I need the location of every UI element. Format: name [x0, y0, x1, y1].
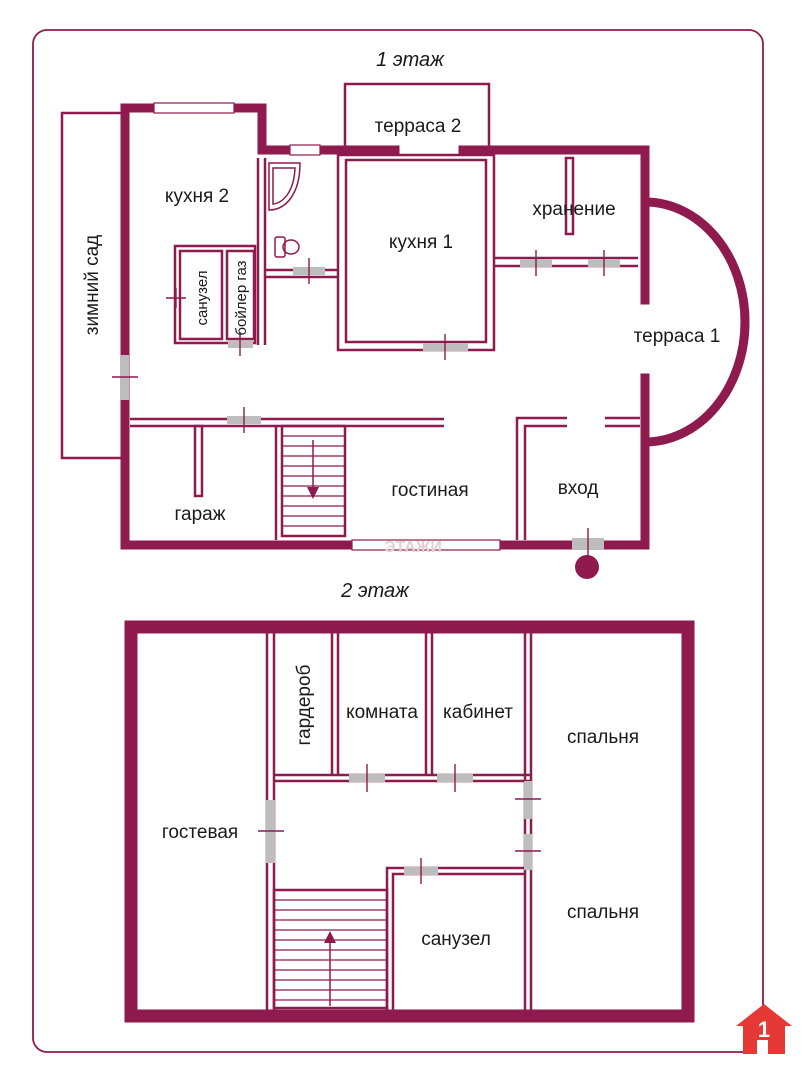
room-room: комната: [346, 702, 418, 723]
room-terrace-2: терраса 2: [375, 116, 462, 137]
room-bathroom-2: санузел: [421, 929, 491, 950]
room-office: кабинет: [443, 702, 513, 723]
room-garage: гараж: [175, 504, 226, 525]
room-terrace-1: терраса 1: [634, 326, 721, 347]
room-guest: гостевая: [162, 822, 238, 843]
floor2-title: 2 этаж: [340, 580, 410, 602]
room-boiler: бойлер газ: [233, 260, 250, 335]
house-logo-icon: 1: [736, 1004, 792, 1054]
room-wardrobe: гардероб: [294, 664, 315, 745]
floor2-doors: [258, 764, 541, 884]
outer-frame: [32, 29, 764, 1053]
room-storage: хранение: [532, 199, 615, 220]
floor1-title: 1 этаж: [376, 49, 445, 71]
floor1-plan: терраса 2 кухня 2 зимний сад кухня 1 хра…: [60, 82, 750, 579]
room-living: гостиная: [391, 480, 468, 501]
logo-digit: 1: [758, 1017, 770, 1042]
room-entrance: вход: [558, 478, 599, 499]
room-bedroom-2: спальня: [567, 902, 639, 923]
room-winter-garden: зимний сад: [82, 235, 103, 336]
room-kitchen-1: кухня 1: [389, 232, 453, 253]
room-bathroom-1: санузел: [194, 271, 211, 326]
room-kitchen-2: кухня 2: [165, 186, 229, 207]
floor2-plan: гардероб комната кабинет спальня гостева…: [124, 620, 695, 1023]
floor1-doors: [112, 250, 620, 560]
room-bedroom-1: спальня: [567, 727, 639, 748]
watermark: ЭТАЖИ: [384, 539, 442, 556]
